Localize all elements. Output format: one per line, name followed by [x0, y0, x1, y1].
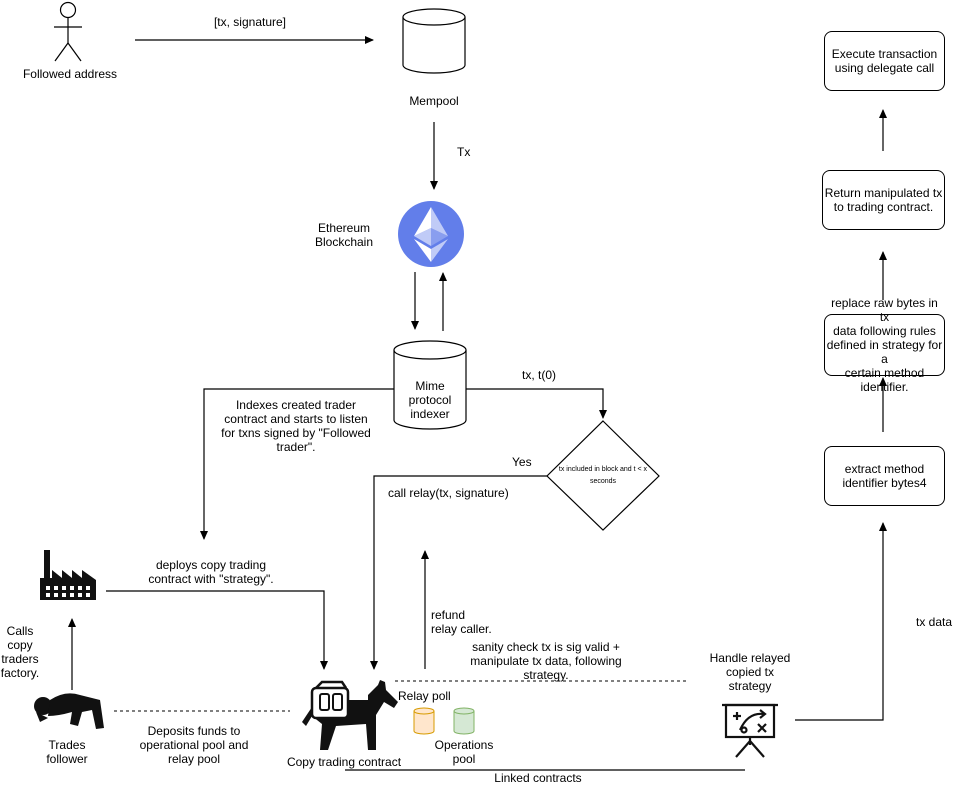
extract-method-box: extract method identifier bytes4 — [824, 446, 945, 506]
strategy-board-icon — [722, 703, 778, 758]
replace-raw-bytes-box: replace raw bytes in tx data following r… — [824, 296, 945, 394]
return-manipulated-tx-box: Return manipulated tx to trading contrac… — [822, 170, 945, 230]
edges — [68, 36, 887, 771]
copy-trading-contract-label: Copy trading contract — [286, 755, 402, 769]
deposits-label: Deposits funds to operational pool and r… — [139, 724, 249, 766]
operations-pool-cylinder — [453, 707, 475, 735]
indexes-label: Indexes created trader contract and star… — [221, 398, 371, 454]
execute-transaction-box: Execute transaction using delegate call — [824, 31, 945, 91]
relay-pool-cylinder — [413, 707, 435, 735]
followed-address-label: Followed address — [22, 67, 118, 81]
deploys-label: deploys copy trading contract with "stra… — [148, 558, 274, 586]
operations-pool-label: Operations pool — [434, 738, 494, 766]
decision-diamond — [546, 420, 660, 531]
tx-signature-label: [tx, signature] — [213, 15, 287, 29]
tx-data-label: tx data — [916, 615, 953, 629]
donkey-icon — [302, 680, 398, 750]
trades-follower-label: Trades follower — [46, 738, 88, 766]
strategy-label: Handle relayed copied tx strategy — [709, 651, 791, 693]
tx-label: Tx — [457, 145, 471, 159]
dashed-links — [114, 680, 686, 712]
ethereum-icon — [398, 201, 464, 267]
factory-icon — [40, 550, 96, 600]
ethereum-label: Ethereum Blockchain — [314, 221, 374, 249]
person-lying-icon — [34, 693, 104, 729]
mempool-label: Mempool — [409, 94, 459, 108]
indexer-cylinder — [393, 340, 467, 430]
sanity-label: sanity check tx is sig valid + manipulat… — [470, 640, 622, 682]
yes-label: Yes — [512, 455, 532, 469]
relay-pool-label: Relay poll — [398, 689, 451, 703]
stick-figure-icon — [54, 1, 82, 62]
indexer-label: Mime protocol indexer — [408, 379, 452, 421]
calls-factory-label: Calls copy traders factory. — [0, 624, 40, 680]
mempool-cylinder — [402, 8, 466, 74]
decision-label: tx included in block and t < x seconds — [558, 466, 648, 485]
tx-t0-label: tx, t(0) — [522, 368, 557, 382]
call-relay-label: call relay(tx, signature) — [388, 486, 509, 500]
refund-label: refund relay caller. — [431, 608, 492, 636]
linked-contracts-label: Linked contracts — [494, 771, 582, 785]
